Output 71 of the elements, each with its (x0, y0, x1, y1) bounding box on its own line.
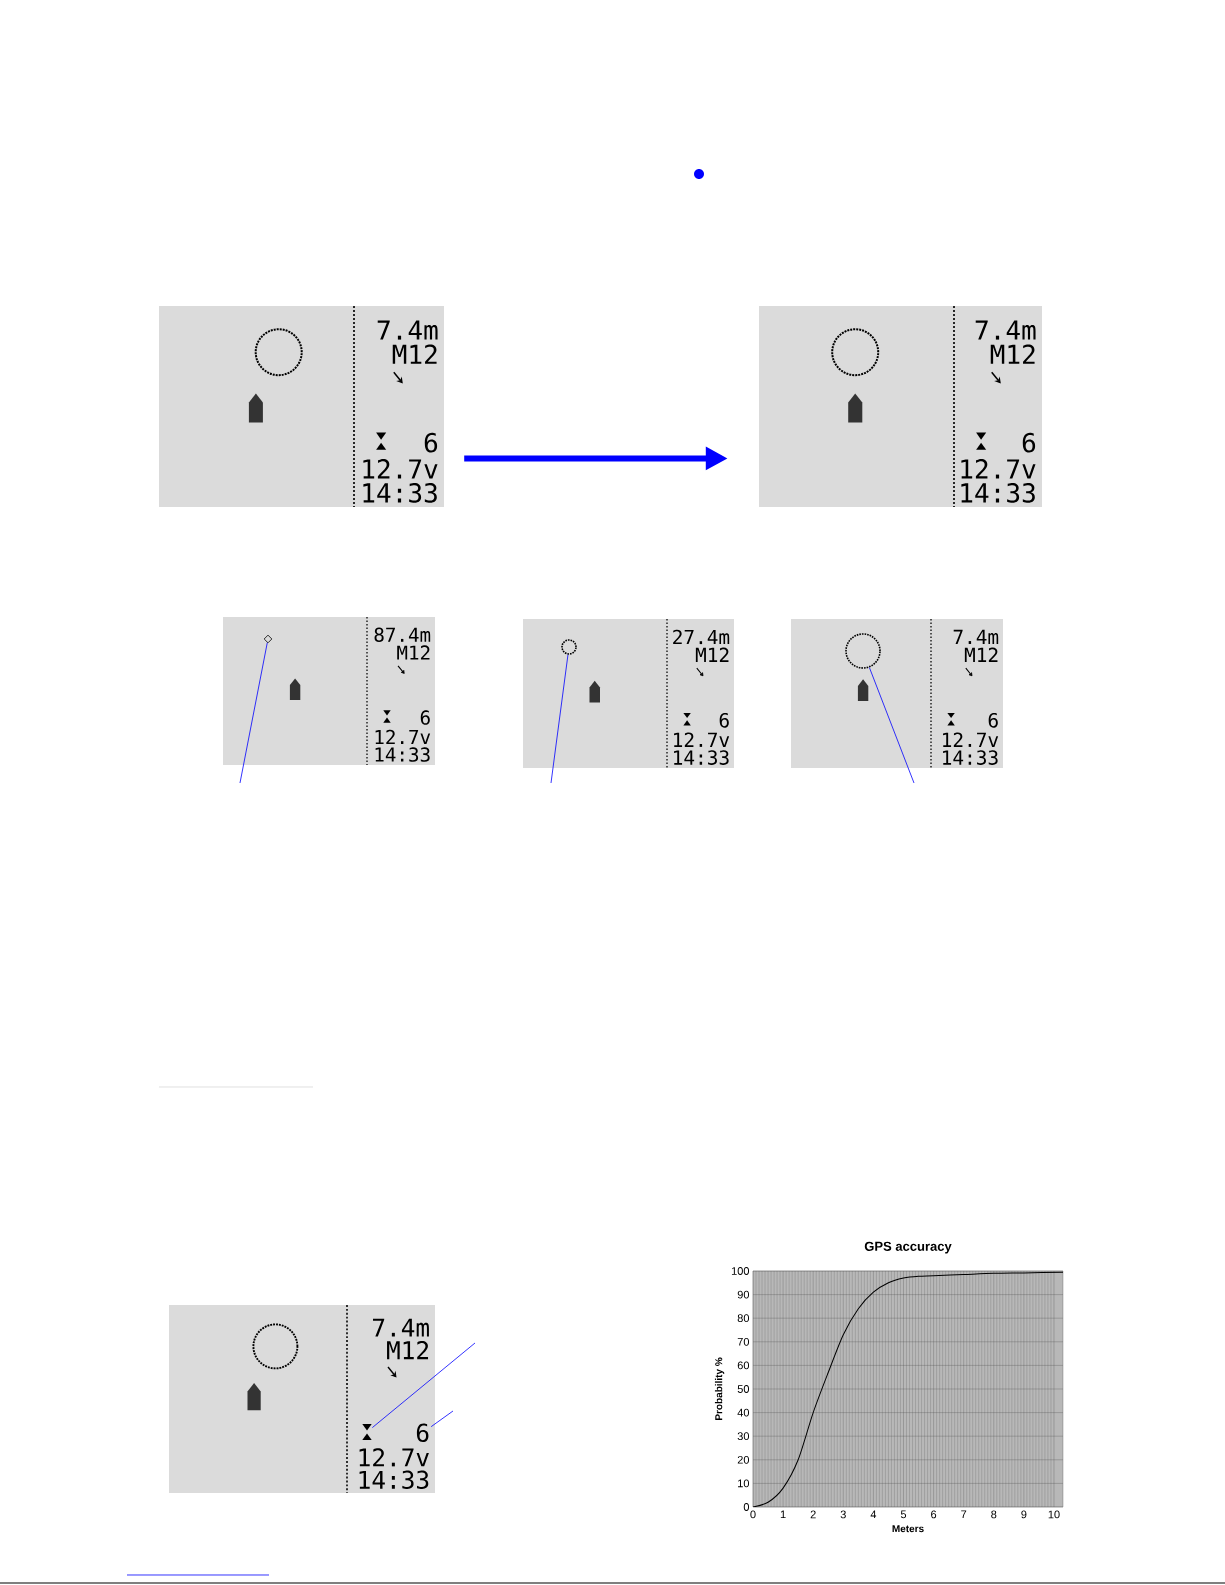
screen-reading: 6 (416, 1423, 429, 1442)
leader-line (430, 1410, 454, 1428)
screen-reading: 14:33 (943, 750, 998, 765)
leader-line (371, 1342, 476, 1428)
screen-reading: M12 (990, 344, 1035, 364)
screen-reading: M12 (392, 344, 437, 364)
x-tick-label: 5 (900, 1510, 907, 1519)
y-tick-label: 80 (737, 1314, 750, 1323)
y-axis-title: Probability % (714, 1357, 725, 1420)
screen-reading: 14:33 (375, 747, 430, 762)
screen-reading: 87.4m (374, 627, 431, 643)
x-tick-label: 1 (780, 1510, 786, 1519)
y-tick-label: 10 (738, 1479, 750, 1488)
x-tick-label: 4 (870, 1510, 877, 1519)
line-series (753, 1271, 1063, 1507)
target-circle (561, 639, 577, 655)
leader-line (550, 654, 569, 784)
lcd-screen (523, 618, 734, 769)
screen-reading: 6 (424, 432, 438, 453)
screen-reading: 12.7v (359, 1448, 429, 1467)
y-tick-label: 40 (737, 1408, 750, 1417)
screen-reading: 12.7v (674, 732, 730, 747)
screen-reading: 12.7v (375, 729, 431, 744)
satellite-icon (362, 1424, 372, 1440)
screen-reading: 6 (1022, 432, 1036, 453)
screen-reading: 14:33 (359, 1470, 429, 1489)
target-marker (263, 634, 273, 644)
x-tick-label: 8 (991, 1510, 997, 1519)
screen-reading: 14:33 (674, 750, 729, 765)
chart-title: GPS accuracy (864, 1241, 952, 1254)
y-tick-label: 50 (737, 1385, 750, 1393)
screen-reading: 7.4m (373, 1318, 429, 1337)
x-tick-label: 3 (840, 1510, 846, 1519)
lcd-screen (223, 616, 435, 766)
screen-reading: 7.4m (377, 320, 438, 340)
y-tick-label: 0 (743, 1503, 750, 1511)
x-tick-label: 9 (1021, 1510, 1027, 1519)
x-tick-label: 2 (810, 1510, 816, 1519)
lcd-screen (159, 305, 444, 508)
screen-reading: 6 (988, 712, 998, 728)
screen-reading: M12 (387, 1341, 429, 1360)
screen-reading: M12 (695, 647, 729, 662)
screen-reading: 27.4m (673, 629, 730, 645)
screen-reading: 14:33 (363, 483, 437, 503)
x-tick-label: 10 (1048, 1510, 1060, 1519)
lcd-screen (759, 305, 1042, 508)
x-tick-label: 0 (750, 1510, 756, 1519)
y-tick-label: 70 (737, 1337, 750, 1346)
y-tick-label: 60 (737, 1361, 750, 1370)
screen-reading: 12.7v (363, 459, 438, 479)
screen-reading: 7.4m (953, 629, 999, 644)
y-tick-label: 30 (737, 1432, 750, 1441)
y-tick-label: 20 (737, 1455, 750, 1464)
leader-line (239, 642, 268, 784)
screen-reading: M12 (397, 645, 430, 660)
x-axis-title: Meters (892, 1525, 924, 1533)
leader-line (869, 667, 915, 784)
y-tick-label: 90 (737, 1290, 750, 1299)
y-tick-label: 100 (731, 1267, 750, 1275)
screen-reading: 6 (719, 712, 729, 728)
screen-reading: 12.7v (961, 459, 1036, 479)
target-circle (845, 633, 881, 669)
screen-reading: M12 (964, 647, 998, 662)
x-tick-label: 6 (931, 1510, 937, 1519)
screen-reading: 14:33 (961, 483, 1035, 503)
lcd-screen (791, 618, 1003, 769)
lcd-screen (169, 1304, 435, 1494)
screen-reading: 6 (420, 710, 430, 725)
screen-reading: 7.4m (975, 320, 1036, 340)
x-tick-label: 7 (961, 1510, 967, 1519)
screen-reading: 12.7v (943, 732, 999, 747)
